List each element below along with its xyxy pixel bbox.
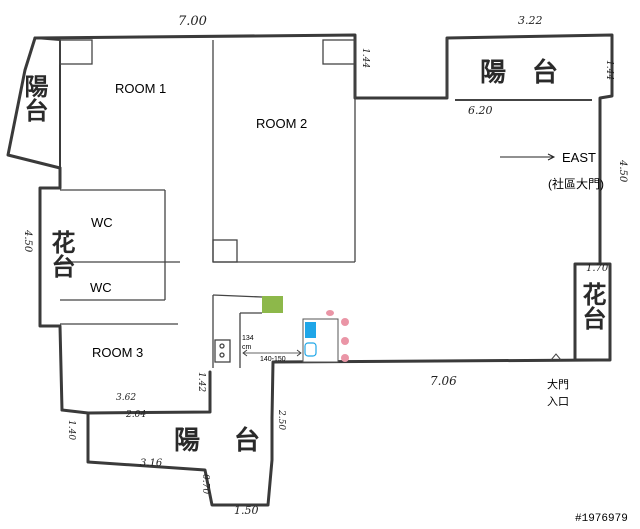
dim-right-garden: 1.70 [586,263,609,274]
dim-right-short-2: 1.44 [604,60,614,81]
pink-stools [326,310,349,362]
pink-stool [341,318,349,326]
blue-fixture [305,322,316,338]
kitchen-dim-horizontal: 140-150 [260,356,286,363]
dim-bottom-step: 2.50 [276,410,286,431]
entrance-line-1: 大門 [547,379,569,391]
balcony-top-right-label: 陽台 [480,58,585,88]
pink-stool [326,310,334,316]
kitchen-dim-vertical: 134 [242,335,254,342]
dim-right-side: 4.50 [617,160,628,183]
room-1-label: ROOM 1 [115,81,167,96]
dim-bottom-width: 1.50 [234,504,259,517]
dim-balcony-width: 6.20 [468,104,493,117]
dim-top-right: 3.22 [518,14,543,27]
entrance-line-2: 入口 [547,396,569,408]
blue-outline-fixture [304,342,317,357]
room-2-label: ROOM 2 [256,116,308,131]
dim-left-side: 4.50 [22,230,33,253]
garden-left-label: 花台 [47,230,75,278]
kitchen-dim-unit: cm [242,344,252,351]
dim-side-small: 1.42 [196,372,206,393]
green-block [262,296,283,313]
wc-top-label: WC [91,215,113,230]
dim-right-short-1: 1.44 [360,48,370,69]
east-label: EAST [562,150,596,165]
dim-bottom-lower: 3.16 [140,458,163,469]
interior-walls [59,38,592,368]
outer-walls [6,33,614,507]
dim-balcony-bottom-left: 3.62 [116,393,137,403]
balcony-left-label: 陽台 [20,74,48,122]
dim-left-lower: 1.40 [66,420,76,441]
pink-stool [341,354,349,362]
balcony-bottom-label: 陽台 [174,426,295,456]
dim-balcony-bottom-left-2: 2.04 [126,410,147,420]
watermark-id: #1976979 [575,513,628,525]
entrance-marker [550,353,562,361]
east-note: (社區大門) [548,177,604,191]
dim-bottom-small: 0.70 [200,474,210,495]
pink-stool [341,337,349,345]
wc-bottom-label: WC [90,280,112,295]
dim-bottom-long: 7.06 [430,374,457,388]
room-3-label: ROOM 3 [92,345,144,360]
garden-right-label: 花台 [578,282,606,330]
dim-top-center: 7.00 [178,14,207,29]
